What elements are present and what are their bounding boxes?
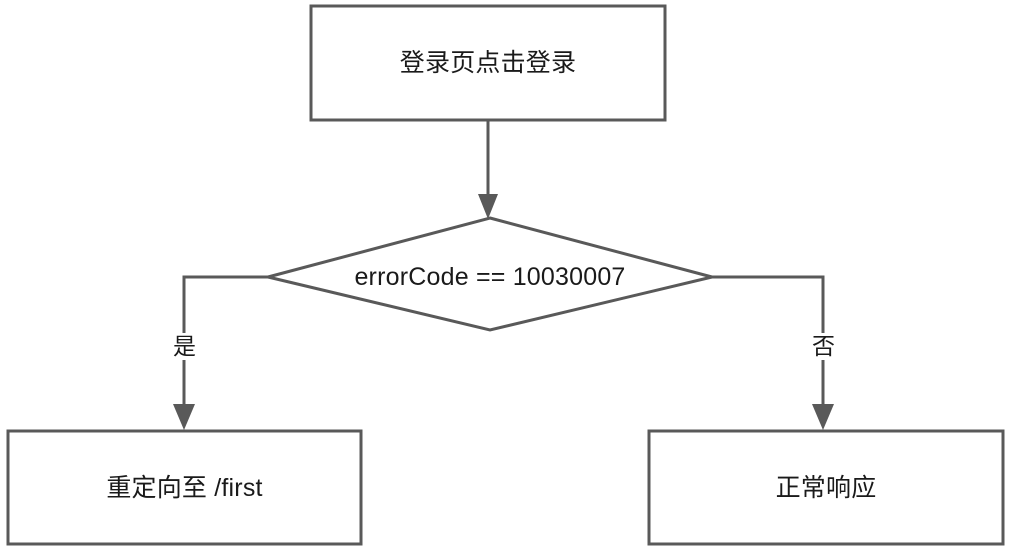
- edge-decision-yes-line: [182, 275, 268, 405]
- node-start-shape[interactable]: [309, 4, 667, 122]
- node-normal-shape[interactable]: [647, 429, 1005, 546]
- edge-label-no: 否: [809, 333, 838, 360]
- node-redirect-shape[interactable]: [6, 429, 363, 546]
- node-decision-shape[interactable]: [267, 216, 713, 332]
- node-redirect-label: 重定向至 /first: [106, 473, 263, 502]
- edge-start-to-decision: [478, 120, 498, 219]
- edge-start-to-decision-arrowhead: [478, 194, 498, 219]
- edge-decision-no-arrowhead: [812, 404, 834, 430]
- edge-decision-no-line: [712, 275, 825, 405]
- edge-decision-yes-arrowhead: [173, 404, 195, 430]
- node-start-label: 登录页点击登录: [399, 49, 577, 77]
- edge-label-yes: 是: [170, 333, 199, 360]
- node-normal-label: 正常响应: [775, 473, 877, 502]
- edge-decision-yes: [173, 275, 268, 430]
- node-decision-label: errorCode == 10030007: [354, 263, 626, 291]
- edge-decision-no: [712, 275, 834, 430]
